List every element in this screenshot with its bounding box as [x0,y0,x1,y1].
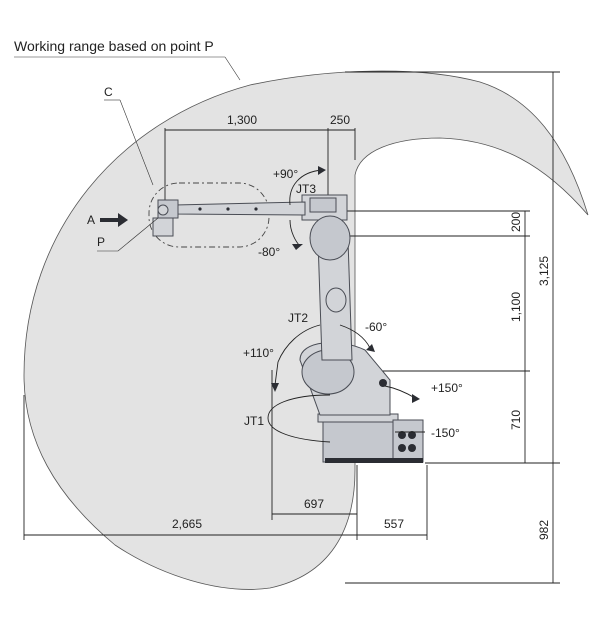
angle-jt2-fwd: -60° [365,320,387,334]
view-arrow-a [100,213,128,227]
angle-jt3-down: -80° [258,245,280,259]
wrist-envelope-c [148,182,270,248]
label-jt1: JT1 [244,414,264,428]
label-p: P [97,235,105,249]
dim-max-reach: 2,665 [172,517,202,531]
jt2-arrow-back [271,383,279,392]
dim-front-reach: 557 [384,517,404,531]
dim-total-height: 3,125 [537,256,551,286]
jt2-arc-back [274,324,321,386]
diagram-title: Working range based on point P [14,38,214,54]
label-p-leader [117,217,159,252]
dim-wrist-offset: 250 [330,113,350,127]
dim-rear-reach: 697 [304,497,324,511]
robot-upper-arm [174,194,351,261]
title-leader-line [224,56,241,81]
dim-arm-length: 1,300 [227,113,257,127]
jt3-arrow-up [318,166,326,175]
jt1-arc-neg [267,394,331,443]
jt2-arc-fwd [339,324,371,349]
jt3-arrow-down [292,244,303,250]
dim-upper-offset: 200 [509,212,523,232]
label-jt2: JT2 [288,311,308,325]
angle-jt2-back: +110° [243,346,274,360]
dim-base-height: 710 [509,410,523,430]
label-c: C [104,85,113,99]
label-a: A [87,213,95,227]
robot-lower-arm [299,239,391,416]
label-jt3: JT3 [296,182,316,196]
angle-jt1-pos: +150° [431,381,463,395]
jt1-arrow-pos [412,394,420,403]
dim-below-base: 982 [537,520,551,540]
jt3-arc-up [289,169,323,206]
angle-jt3-up: +90° [273,167,298,181]
dim-lower-arm: 1,100 [509,292,523,322]
robot-base [317,413,424,463]
label-c-leader [119,99,154,186]
angle-jt1-neg: -150° [431,426,460,440]
jt2-arrow-fwd [366,344,375,352]
robot-wrist [152,199,179,237]
